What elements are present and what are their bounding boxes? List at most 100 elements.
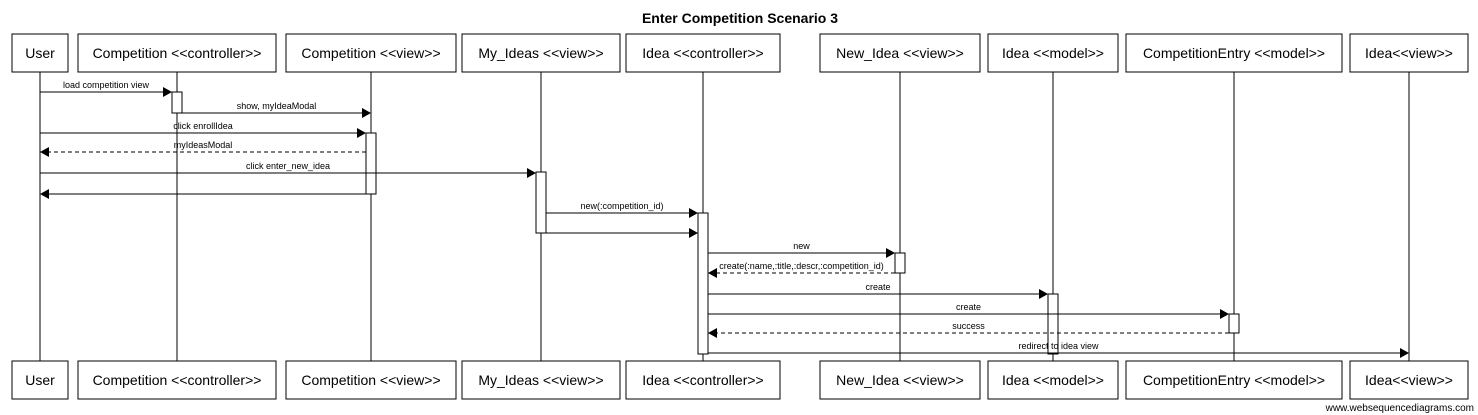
message-10: create(:name,:title,:descr,:competition_… bbox=[708, 261, 895, 278]
activation-bars bbox=[171, 91, 1240, 355]
message-13: success bbox=[708, 321, 1229, 338]
arrow-head bbox=[1039, 289, 1048, 299]
participant-box bbox=[1349, 360, 1469, 400]
message-2: show, myIdeaModal bbox=[182, 101, 371, 118]
participant-comp_ctrl-bottom: Competition <<controller>> bbox=[77, 360, 277, 400]
participant-label: Idea<<view>> bbox=[1365, 45, 1453, 61]
messages: load competition view show, myIdeaModal cl… bbox=[40, 80, 1409, 358]
message-3: click enrollIdea bbox=[40, 121, 366, 138]
message-label: load competition view bbox=[63, 80, 150, 90]
participant-box bbox=[819, 33, 981, 73]
arrow-head bbox=[40, 189, 49, 199]
participant-label: New_Idea <<view>> bbox=[836, 45, 964, 61]
participant-label: Competition <<controller>> bbox=[93, 372, 262, 388]
participant-comp_view-top: Competition <<view>> bbox=[285, 33, 457, 73]
participant-box bbox=[285, 360, 457, 400]
participant-label: Idea <<model>> bbox=[1002, 372, 1104, 388]
participant-idea_model-top: Idea <<model>> bbox=[987, 33, 1119, 73]
participant-label: My_Ideas <<view>> bbox=[478, 372, 603, 388]
participant-comp_view-bottom: Competition <<view>> bbox=[285, 360, 457, 400]
arrow-head bbox=[1220, 309, 1229, 319]
message-label: new(:competition_id) bbox=[580, 201, 663, 211]
message-label: myIdeasModal bbox=[174, 140, 233, 150]
participant-box bbox=[461, 360, 621, 400]
message-9: new bbox=[708, 241, 895, 258]
participant-idea_ctrl-bottom: Idea <<controller>> bbox=[625, 360, 781, 400]
participant-box bbox=[1125, 33, 1343, 73]
arrow-head bbox=[527, 168, 536, 178]
message-label: show, myIdeaModal bbox=[237, 101, 317, 111]
participant-label: Idea <<model>> bbox=[1002, 45, 1104, 61]
participant-entry_model-bottom: CompetitionEntry <<model>> bbox=[1125, 360, 1343, 400]
message-label: click enrollIdea bbox=[173, 121, 233, 131]
participant-newidea_view-bottom: New_Idea <<view>> bbox=[819, 360, 981, 400]
arrow-head bbox=[689, 208, 698, 218]
message-4: myIdeasModal bbox=[40, 140, 366, 157]
participant-label: Competition <<view>> bbox=[301, 45, 440, 61]
arrow-head bbox=[357, 128, 366, 138]
activation-bar bbox=[535, 171, 547, 234]
participant-label: My_Ideas <<view>> bbox=[478, 45, 603, 61]
message-label: new bbox=[793, 241, 810, 251]
message-5: click enter_new_idea bbox=[40, 161, 536, 178]
participant-myideas_view-bottom: My_Ideas <<view>> bbox=[461, 360, 621, 400]
participant-idea_model-bottom: Idea <<model>> bbox=[987, 360, 1119, 400]
participant-label: Competition <<controller>> bbox=[93, 45, 262, 61]
participant-box bbox=[987, 33, 1119, 73]
participant-label: User bbox=[25, 372, 55, 388]
message-12: create bbox=[708, 302, 1229, 319]
participant-entry_model-top: CompetitionEntry <<model>> bbox=[1125, 33, 1343, 73]
arrow-head bbox=[708, 268, 717, 278]
activation-bar bbox=[171, 91, 183, 114]
message-1: load competition view bbox=[40, 80, 172, 97]
message-label: create bbox=[956, 302, 981, 312]
message-label: create bbox=[865, 282, 890, 292]
participant-label: CompetitionEntry <<model>> bbox=[1143, 372, 1325, 388]
participant-box bbox=[987, 360, 1119, 400]
activation-bar bbox=[365, 132, 377, 195]
message-label: create(:name,:title,:descr,:competition_… bbox=[719, 261, 884, 271]
participant-idea_ctrl-top: Idea <<controller>> bbox=[625, 33, 781, 73]
participant-box bbox=[77, 360, 277, 400]
participant-box bbox=[625, 360, 781, 400]
participant-box bbox=[819, 360, 981, 400]
message-14: redirect to idea view bbox=[708, 341, 1409, 358]
participant-box bbox=[461, 33, 621, 73]
participant-box bbox=[1125, 360, 1343, 400]
watermark: www.websequencediagrams.com bbox=[1325, 403, 1474, 414]
participant-box bbox=[285, 33, 457, 73]
activation-bar bbox=[1047, 293, 1059, 355]
participant-comp_ctrl-top: Competition <<controller>> bbox=[77, 33, 277, 73]
arrow-head bbox=[886, 248, 895, 258]
participant-label: New_Idea <<view>> bbox=[836, 372, 964, 388]
message-7: new(:competition_id) bbox=[546, 201, 698, 218]
participant-box bbox=[1349, 33, 1469, 73]
arrow-head bbox=[708, 328, 717, 338]
participant-label: User bbox=[25, 45, 55, 61]
participant-label: CompetitionEntry <<model>> bbox=[1143, 45, 1325, 61]
participant-label: Idea <<controller>> bbox=[642, 45, 763, 61]
lifelines bbox=[39, 72, 1410, 361]
participant-label: Competition <<view>> bbox=[301, 372, 440, 388]
diagram-title: Enter Competition Scenario 3 bbox=[642, 10, 838, 26]
message-label: click enter_new_idea bbox=[246, 161, 330, 171]
participant-box bbox=[11, 360, 69, 400]
arrow-head bbox=[362, 108, 371, 118]
message-label: success bbox=[952, 321, 985, 331]
participant-myideas_view-top: My_Ideas <<view>> bbox=[461, 33, 621, 73]
message-8 bbox=[546, 228, 698, 238]
activation-bar bbox=[1228, 313, 1240, 334]
arrow-head bbox=[689, 228, 698, 238]
participant-newidea_view-top: New_Idea <<view>> bbox=[819, 33, 981, 73]
message-11: create bbox=[708, 282, 1048, 299]
participant-user-top: User bbox=[11, 33, 69, 73]
participant-box bbox=[11, 33, 69, 73]
participant-idea_view-top: Idea<<view>> bbox=[1349, 33, 1469, 73]
participant-user-bottom: User bbox=[11, 360, 69, 400]
arrow-head bbox=[40, 147, 49, 157]
participant-label: Idea<<view>> bbox=[1365, 372, 1453, 388]
arrow-head bbox=[1400, 348, 1409, 358]
participant-label: Idea <<controller>> bbox=[642, 372, 763, 388]
